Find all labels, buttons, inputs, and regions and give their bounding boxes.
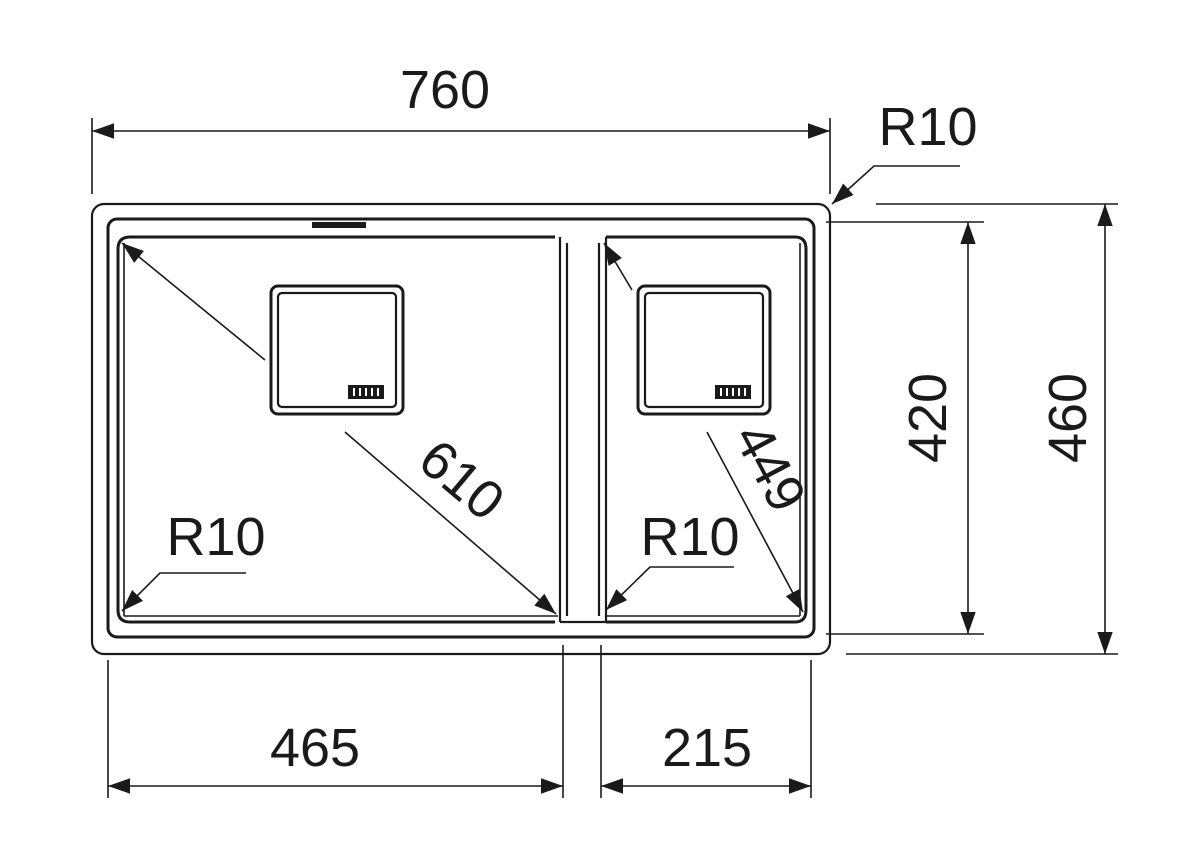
leader-outer-r10: [831, 165, 960, 205]
right-bowl: [606, 235, 808, 624]
label-left-bowl-diagonal: 610: [408, 428, 516, 532]
label-overall-width: 760: [400, 60, 490, 120]
dim-line-449-upper: [603, 242, 633, 291]
right-strainer-logo: [715, 385, 751, 399]
left-bowl-wall: [116, 235, 555, 624]
label-left-bowl-width: 465: [270, 718, 360, 778]
left-strainer-logo: [348, 385, 384, 399]
outer-rim: [90, 202, 832, 656]
label-inner-depth: 420: [898, 373, 958, 463]
dim-line-449-lower: [706, 431, 804, 613]
label-right-bowl-radius: R10: [640, 507, 739, 567]
leader-left-r10: [121, 572, 246, 612]
right-strainer: [636, 284, 772, 416]
dim-line-610-lower: [344, 431, 557, 615]
right-bowl-wall: [606, 235, 808, 624]
dimension-lines: [92, 123, 1113, 794]
left-strainer: [269, 284, 405, 416]
inner-rim: [106, 217, 816, 639]
extension-lines: [91, 118, 1118, 798]
label-right-bowl-width: 215: [662, 718, 752, 778]
bowl-divider: [558, 237, 608, 624]
label-right-bowl-diagonal: 449: [722, 414, 817, 522]
label-outer-radius: R10: [878, 97, 977, 157]
left-bowl: [116, 235, 558, 624]
sink-outline: [90, 202, 832, 656]
label-overall-depth: 460: [1038, 373, 1098, 463]
drain-slot: [312, 222, 366, 228]
leader-right-r10: [605, 566, 734, 611]
label-left-bowl-radius: R10: [166, 507, 265, 567]
dim-line-610-upper: [121, 242, 266, 361]
